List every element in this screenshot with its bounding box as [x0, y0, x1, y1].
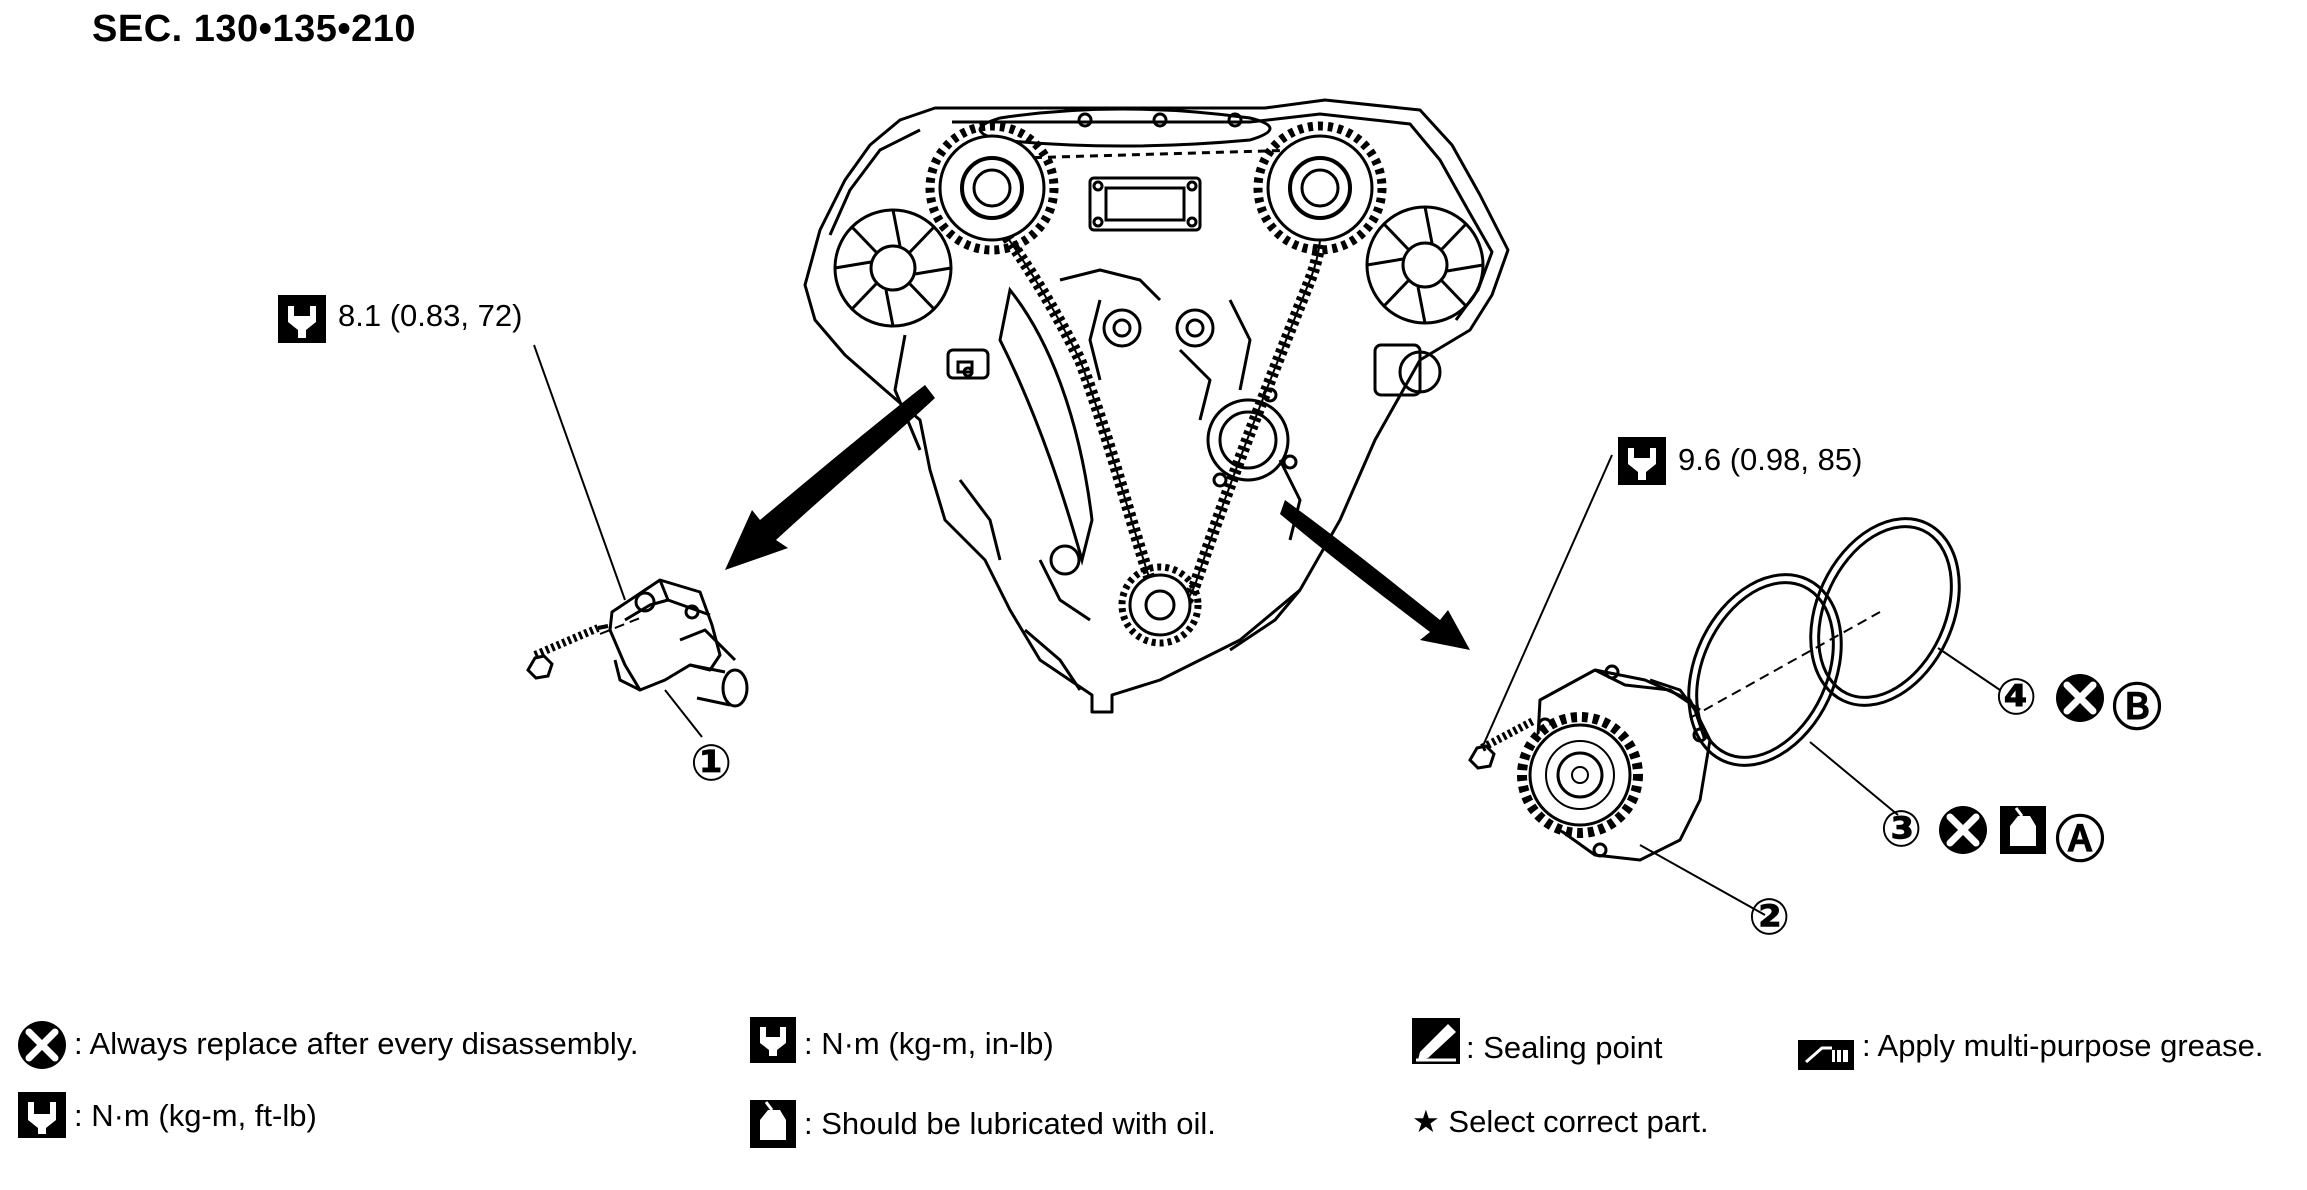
part-number-1: ① — [690, 734, 733, 792]
legend-select: ★ Select correct part. — [1412, 1104, 1709, 1140]
tensioner-bolt — [526, 624, 609, 680]
legend-select-text: ★ Select correct part. — [1412, 1104, 1709, 1139]
right-cam-sprocket — [1258, 126, 1382, 250]
mark-b: Ⓑ — [2112, 679, 2162, 737]
part-number-3: ③ — [1880, 800, 1923, 858]
part-number-2: ② — [1748, 888, 1791, 946]
right-side-component — [1373, 343, 1442, 397]
section-header: SEC. 130•135•210 — [92, 8, 417, 50]
legend-sealing-pen-icon — [1412, 1018, 1460, 1064]
wrench-box-filled-icon — [278, 295, 326, 343]
legend-sealing-text: : Sealing point — [1466, 1030, 1663, 1065]
wrench-box-filled-icon — [1618, 437, 1666, 485]
mark-a: Ⓐ — [2055, 811, 2105, 869]
right-outer-pulley — [1365, 205, 1485, 325]
legend-torque-ftlb-text: : N·m (kg-m, ft-lb) — [74, 1098, 317, 1133]
legend-torque-ftlb: : N·m (kg-m, ft-lb) — [74, 1098, 317, 1134]
legend-oil: : Should be lubricated with oil. — [804, 1106, 1216, 1142]
water-pump-location — [1206, 387, 1298, 488]
legend-oil-can-icon — [750, 1100, 796, 1148]
legend-sealing: : Sealing point — [1466, 1030, 1662, 1066]
left-outer-pulley — [833, 208, 953, 328]
part-number-4: ④ — [1995, 668, 2038, 726]
right-pointer-arrow — [1280, 500, 1470, 650]
water-pump-sprocket — [1517, 712, 1643, 838]
left-pointer-arrow — [725, 385, 935, 570]
x-circle-icon — [2056, 674, 2104, 722]
o-ring-3 — [1687, 573, 1843, 767]
x-circle-icon — [1939, 806, 1987, 854]
center-port — [1088, 176, 1202, 232]
water-pump-bolt — [1468, 716, 1537, 770]
top-opening — [978, 107, 1272, 148]
idler-holes — [1102, 308, 1215, 348]
legend-replace-text: : Always replace after every disassembly… — [74, 1026, 639, 1061]
legend-grease: : Apply multi-purpose grease. — [1862, 1028, 2264, 1064]
legend-replace: : Always replace after every disassembly… — [74, 1026, 639, 1062]
tensioner-arm — [998, 286, 1094, 576]
torque-spec-water-pump: 9.6 (0.98, 85) — [1678, 442, 1863, 477]
crank-sprocket — [1118, 563, 1202, 647]
tensioner-location-icon — [946, 348, 990, 380]
legend-wrench-box-outline-icon — [18, 1092, 66, 1138]
legend-torque-inlb: : N·m (kg-m, in-lb) — [804, 1026, 1054, 1062]
o-ring-4 — [1809, 517, 1961, 707]
water-pump-leaders — [1481, 454, 2001, 916]
legend-torque-inlb-text: : N·m (kg-m, in-lb) — [804, 1026, 1054, 1061]
left-cam-sprocket — [930, 126, 1054, 250]
tensioner-leaders — [533, 344, 703, 738]
legend-oil-text: : Should be lubricated with oil. — [804, 1106, 1216, 1141]
legend-grease-text: : Apply multi-purpose grease. — [1862, 1028, 2264, 1063]
legend-wrench-box-filled-icon — [750, 1017, 796, 1063]
oil-can-icon — [2000, 806, 2046, 854]
tensioner-part — [608, 578, 749, 708]
legend-x-circle-icon — [18, 1021, 66, 1069]
engine-front-outline — [803, 98, 1510, 714]
legend-grease-gun-icon — [1798, 1040, 1854, 1070]
torque-spec-tensioner: 8.1 (0.83, 72) — [338, 298, 523, 333]
